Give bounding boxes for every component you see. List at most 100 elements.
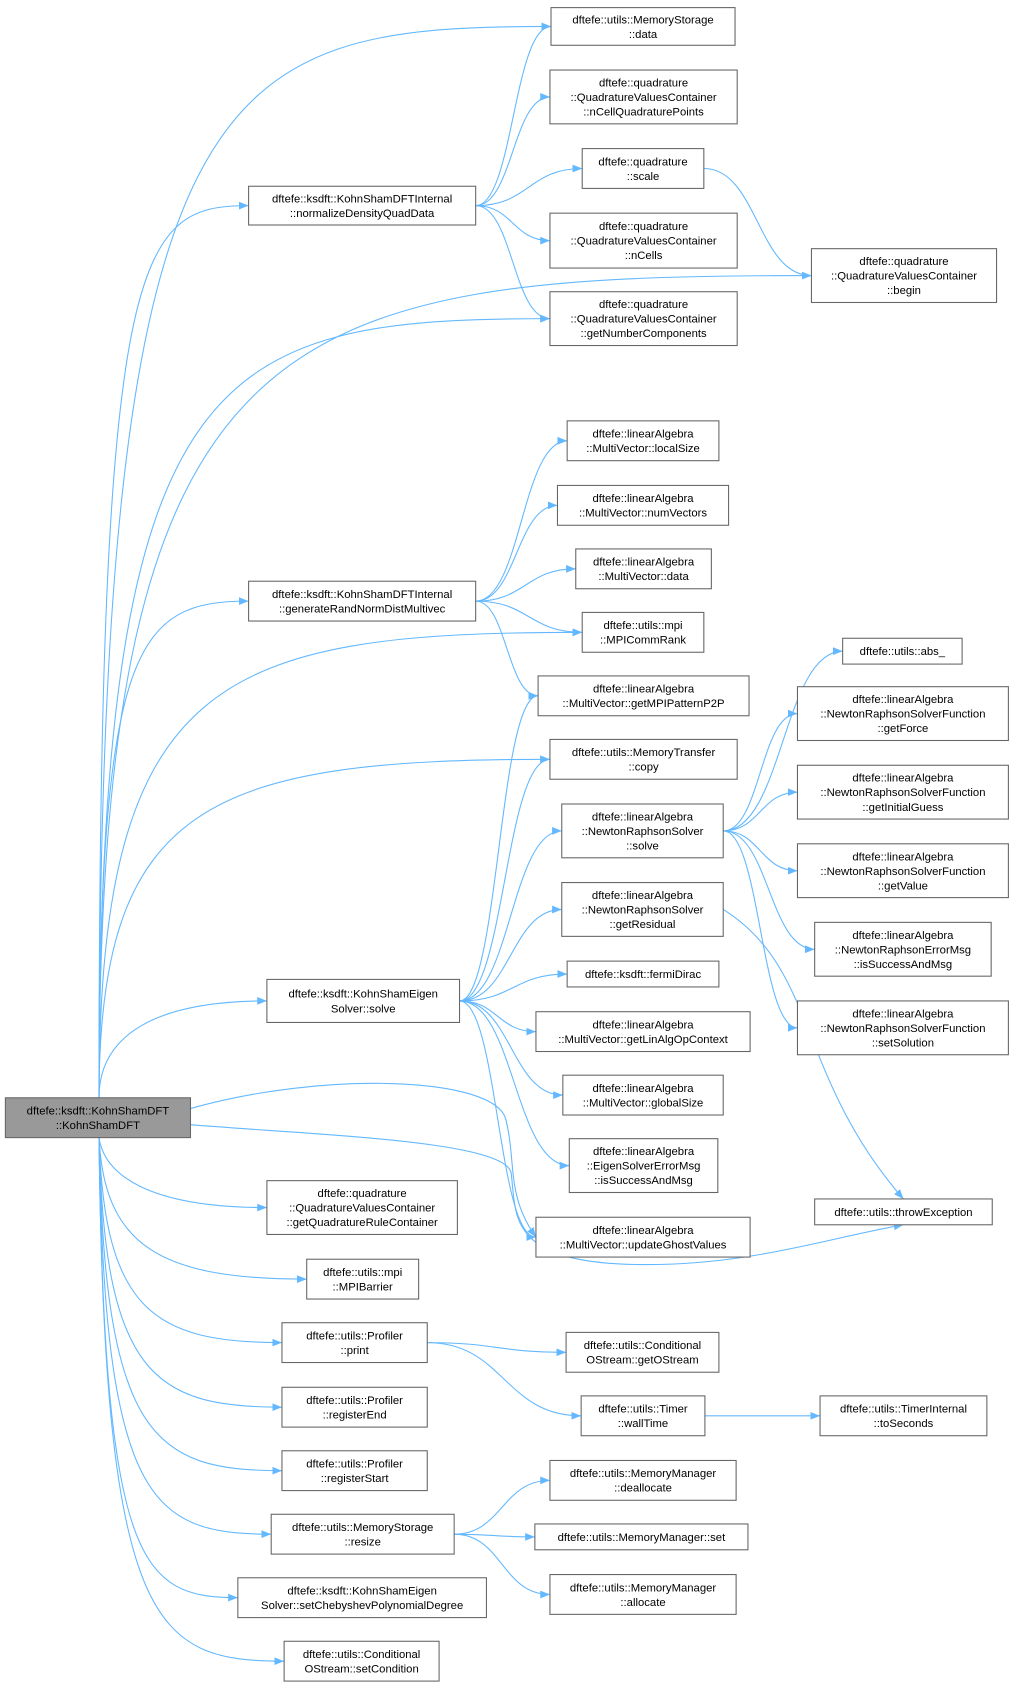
node-label: dftefe::utils::mpi <box>323 1267 402 1279</box>
node-box <box>580 1395 706 1437</box>
node-profPrint[interactable]: dftefe::utils::Profiler::print <box>281 1322 428 1364</box>
node-scale[interactable]: dftefe::quadrature::scale <box>581 148 705 189</box>
node-label: dftefe::ksdft::KohnShamEigen <box>287 1586 436 1598</box>
node-label: ::resize <box>344 1537 380 1549</box>
node-dealloc[interactable]: dftefe::utils::MemoryManager::deallocate <box>549 1459 737 1501</box>
node-label: ::print <box>340 1345 369 1357</box>
edge-main-to-barrier <box>98 1137 307 1284</box>
node-commRank[interactable]: dftefe::utils::mpi::MPICommRank <box>581 611 705 653</box>
node-label: ::EigenSolverErrorMsg <box>587 1161 701 1173</box>
node-label: dftefe::utils::Profiler <box>306 1459 403 1471</box>
node-box <box>270 1513 455 1555</box>
node-label: dftefe::quadrature <box>599 77 688 89</box>
nodes-layer: dftefe::ksdft::KohnShamDFT::KohnShamDFTd… <box>4 7 1009 1682</box>
edge-main-to-quadRule <box>98 1137 267 1212</box>
node-cheby[interactable]: dftefe::ksdft::KohnShamEigenSolver::setC… <box>237 1577 487 1619</box>
node-regEnd[interactable]: dftefe::utils::Profiler::registerEnd <box>281 1386 428 1428</box>
node-label: dftefe::utils::mpi <box>603 620 682 632</box>
node-genRand[interactable]: dftefe::ksdft::KohnShamDFTInternal::gene… <box>248 580 477 622</box>
node-barrier[interactable]: dftefe::utils::mpi::MPIBarrier <box>306 1258 420 1300</box>
node-copy[interactable]: dftefe::utils::MemoryTransfer::copy <box>549 738 738 780</box>
edge-genRand-to-patternP2P <box>475 600 539 700</box>
node-box <box>549 738 738 780</box>
node-localSize[interactable]: dftefe::linearAlgebra::MultiVector::loca… <box>566 420 720 462</box>
edge-main-to-throwEx <box>190 1124 904 1266</box>
node-box <box>550 7 736 46</box>
node-setSol[interactable]: dftefe::linearAlgebra::NewtonRaphsonSolv… <box>796 1000 1009 1056</box>
node-label: dftefe::utils::MemoryManager <box>570 1582 717 1594</box>
edge-ksSolve-to-nrResidual <box>459 905 562 1002</box>
node-label: OStream::setCondition <box>304 1664 418 1676</box>
node-box <box>796 686 1009 742</box>
node-eigErr[interactable]: dftefe::linearAlgebra::EigenSolverErrorM… <box>568 1138 719 1194</box>
node-ghost[interactable]: dftefe::linearAlgebra::MultiVector::upda… <box>535 1216 751 1258</box>
edge-main-to-copy <box>98 755 550 1098</box>
node-msData[interactable]: dftefe::utils::MemoryStorage::data <box>550 7 736 46</box>
node-abs[interactable]: dftefe::utils::abs_ <box>842 637 963 665</box>
node-box <box>266 1180 458 1236</box>
node-initGuess[interactable]: dftefe::linearAlgebra::NewtonRaphsonSolv… <box>796 764 1009 820</box>
node-nrSolve[interactable]: dftefe::linearAlgebra::NewtonRaphsonSolv… <box>561 803 724 859</box>
node-nrErr[interactable]: dftefe::linearAlgebra::NewtonRaphsonErro… <box>814 921 992 977</box>
node-getValue[interactable]: dftefe::linearAlgebra::NewtonRaphsonSolv… <box>796 843 1009 899</box>
node-label: dftefe::utils::MemoryStorage <box>292 1522 433 1534</box>
node-patternP2P[interactable]: dftefe::linearAlgebra::MultiVector::getM… <box>537 675 750 717</box>
node-box <box>549 291 738 347</box>
node-nCellQP[interactable]: dftefe::quadrature::QuadratureValuesCont… <box>549 69 738 125</box>
node-nCells[interactable]: dftefe::quadrature::QuadratureValuesCont… <box>549 212 738 269</box>
node-label: ::isSuccessAndMsg <box>594 1175 693 1187</box>
node-label: dftefe::linearAlgebra <box>852 773 954 785</box>
node-regStart[interactable]: dftefe::utils::Profiler::registerStart <box>281 1450 428 1492</box>
node-label: ::registerEnd <box>323 1410 387 1422</box>
node-label: dftefe::utils::Profiler <box>306 1395 403 1407</box>
node-getNumComp[interactable]: dftefe::quadrature::QuadratureValuesCont… <box>549 291 738 347</box>
node-label: ::MultiVector::data <box>598 571 689 583</box>
node-normalize[interactable]: dftefe::ksdft::KohnShamDFTInternal::norm… <box>248 185 477 226</box>
node-label: ::QuadratureValuesContainer <box>289 1203 435 1215</box>
node-begin[interactable]: dftefe::quadrature::QuadratureValuesCont… <box>810 248 998 304</box>
node-globalSize[interactable]: dftefe::linearAlgebra::MultiVector::glob… <box>562 1074 724 1116</box>
node-toSeconds[interactable]: dftefe::utils::TimerInternal::toSeconds <box>819 1395 988 1437</box>
node-ksSolve[interactable]: dftefe::ksdft::KohnShamEigenSolver::solv… <box>266 978 461 1023</box>
node-box <box>814 921 992 977</box>
node-mmSet[interactable]: dftefe::utils::MemoryManager::set <box>534 1523 749 1551</box>
edge-normalize-to-scale <box>475 164 583 207</box>
edge-nrSolve-to-getValue <box>723 830 798 875</box>
node-throwEx[interactable]: dftefe::utils::throwException <box>814 1198 993 1226</box>
node-main[interactable]: dftefe::ksdft::KohnShamDFT::KohnShamDFT <box>4 1097 192 1139</box>
node-label: ::getInitialGuess <box>862 802 943 814</box>
node-wallTime[interactable]: dftefe::utils::Timer::wallTime <box>580 1395 706 1437</box>
edge-profPrint-to-getOStream <box>427 1342 567 1357</box>
node-box <box>281 1322 428 1364</box>
node-setCond[interactable]: dftefe::utils::ConditionalOStream::setCo… <box>283 1640 440 1682</box>
edge-main-to-normalize <box>98 201 249 1098</box>
node-label: dftefe::utils::MemoryManager <box>570 1468 717 1480</box>
node-label: ::registerStart <box>321 1473 390 1485</box>
node-label: dftefe::ksdft::KohnShamEigen <box>288 989 437 1001</box>
edge-genRand-to-commRank <box>475 600 583 637</box>
node-label: dftefe::linearAlgebra <box>593 1146 695 1158</box>
node-resize[interactable]: dftefe::utils::MemoryStorage::resize <box>270 1513 455 1555</box>
node-mvData[interactable]: dftefe::linearAlgebra::MultiVector::data <box>575 548 712 590</box>
node-linAlgCtx[interactable]: dftefe::linearAlgebra::MultiVector::getL… <box>535 1011 751 1053</box>
node-label: dftefe::ksdft::fermiDirac <box>585 969 701 981</box>
node-fermi[interactable]: dftefe::ksdft::fermiDirac <box>566 960 720 988</box>
node-box <box>537 675 750 717</box>
node-label: dftefe::quadrature <box>598 156 687 168</box>
node-label: dftefe::utils::MemoryManager::set <box>558 1532 726 1544</box>
edge-profPrint-to-wallTime <box>427 1342 582 1420</box>
edge-ksSolve-to-copy <box>459 755 550 1002</box>
node-numVectors[interactable]: dftefe::linearAlgebra::MultiVector::numV… <box>556 484 730 526</box>
node-box <box>4 1097 192 1139</box>
node-alloc[interactable]: dftefe::utils::MemoryManager::allocate <box>549 1574 737 1615</box>
node-getOStream[interactable]: dftefe::utils::ConditionalOStream::getOS… <box>565 1331 720 1373</box>
node-label: dftefe::quadrature <box>599 221 688 233</box>
node-getForce[interactable]: dftefe::linearAlgebra::NewtonRaphsonSolv… <box>796 686 1009 742</box>
node-nrResidual[interactable]: dftefe::linearAlgebra::NewtonRaphsonSolv… <box>561 882 724 937</box>
node-box <box>565 1331 720 1373</box>
node-quadRule[interactable]: dftefe::quadrature::QuadratureValuesCont… <box>266 1180 458 1236</box>
node-label: ::MPICommRank <box>600 635 686 647</box>
node-label: ::getResidual <box>610 919 676 931</box>
node-box <box>796 1000 1009 1056</box>
